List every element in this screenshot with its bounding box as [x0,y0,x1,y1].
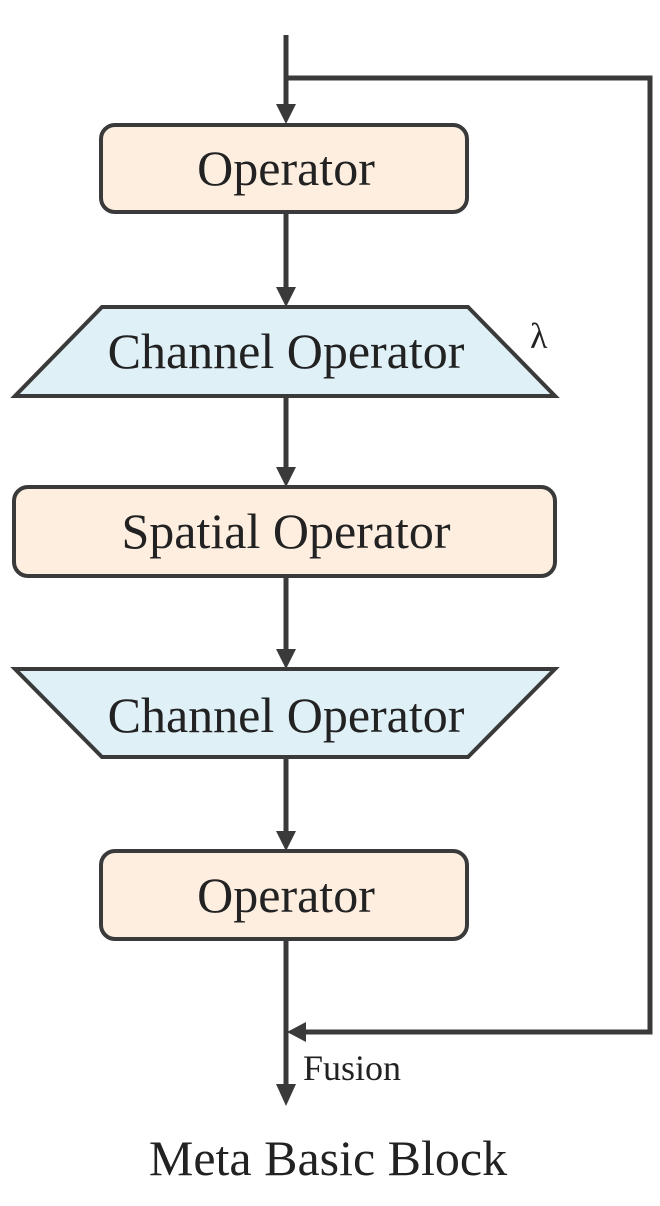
skip-connection-edge [286,75,653,1035]
operator-label-1: Operator [197,140,375,196]
spatial-operator-label: Spatial Operator [121,503,450,559]
operator-label-2: Operator [197,867,375,923]
output-arrowhead [276,1084,296,1106]
fusion-label: Fusion [303,1048,401,1088]
arrowhead-channel1 [276,287,296,307]
lambda-label: λ [530,316,548,356]
channel-operator-box-1 [10,305,560,398]
input-arrowhead [276,104,296,124]
arrowhead-operator2 [276,831,296,851]
channel-operator-box-2 [10,667,560,759]
diagram-caption: Meta Basic Block [149,1130,507,1186]
arrowhead-channel2 [276,649,296,669]
channel-operator-label-2: Channel Operator [108,687,465,743]
channel-operator-label-1: Channel Operator [108,323,465,379]
arrowhead-spatial [276,467,296,487]
skip-connection-arrowhead [287,1022,306,1042]
